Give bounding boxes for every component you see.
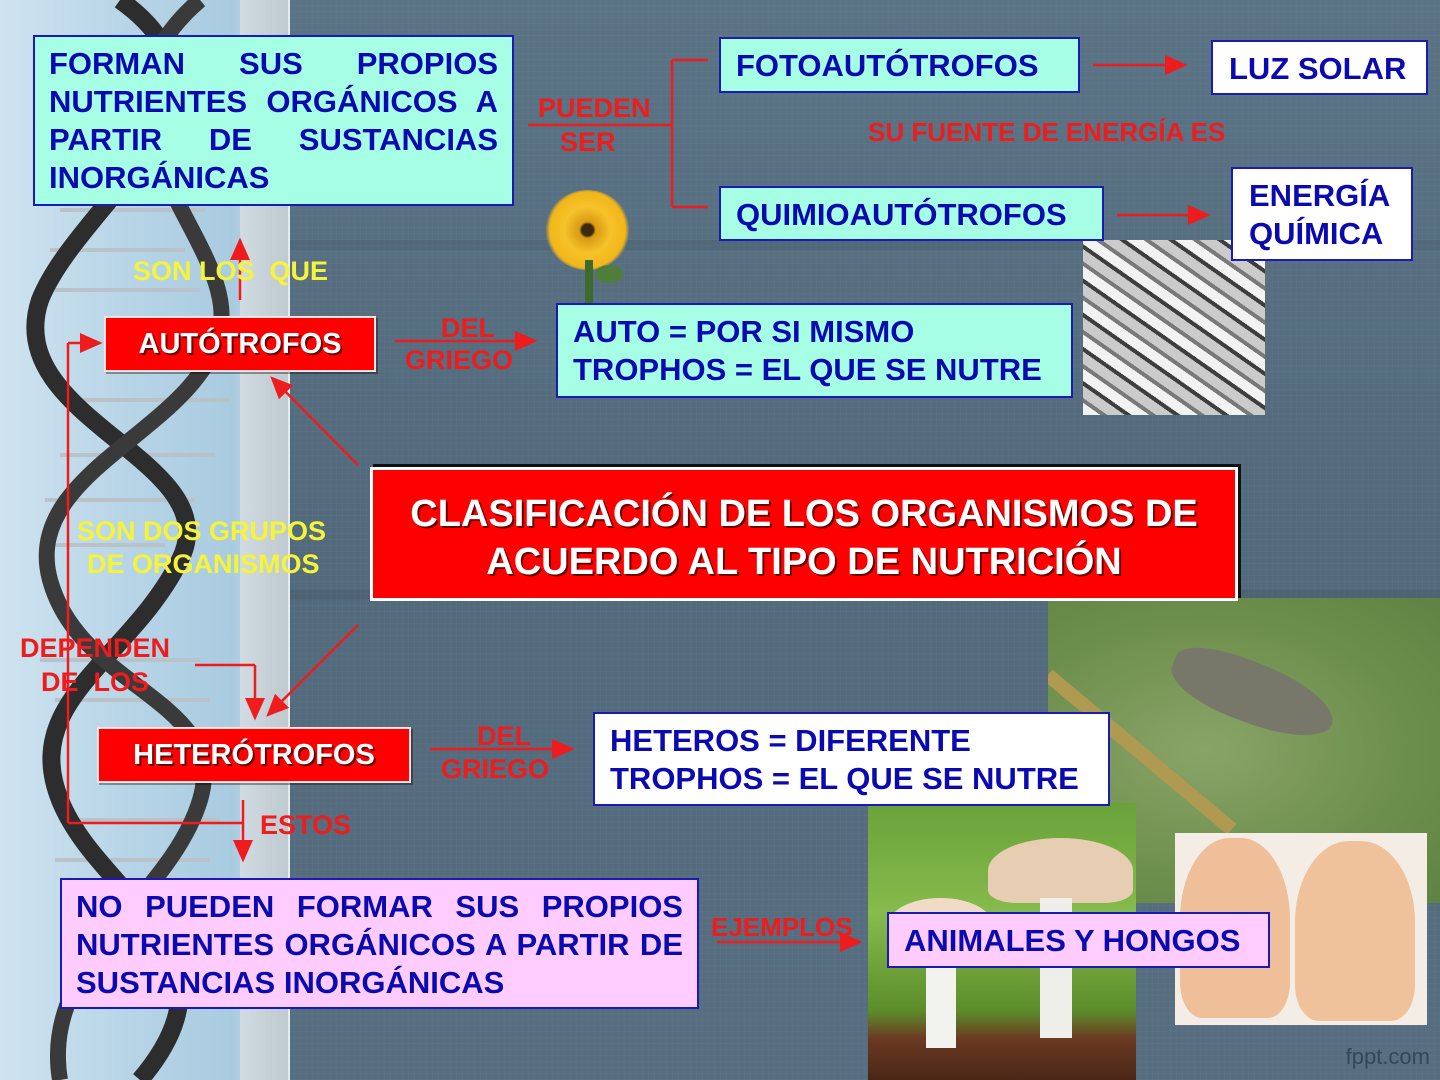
son-dos-grupos-line1: SON DOS GRUPOS [77, 516, 327, 546]
energy-source-label: SU FUENTE DE ENERGÍA ES [868, 117, 1226, 147]
energia-quimica-box: ENERGÍA QUÍMICA [1231, 167, 1413, 261]
trophos-etymology-line: TROPHOS = EL QUE SE NUTRE [573, 352, 1042, 387]
background-band [290, 240, 1440, 250]
autotrofos-griego-label: GRIEGO [405, 345, 514, 375]
heterotrofos-box: HETERÓTROFOS [97, 727, 411, 783]
luz-solar-label: LUZ SOLAR [1229, 51, 1407, 86]
autotrofos-label: AUTÓTROFOS [138, 328, 342, 360]
fotoautotrofos-label: FOTOAUTÓTROFOS [736, 48, 1039, 83]
title-line1: CLASIFICACIÓN DE LOS ORGANISMOS DE [410, 493, 1198, 535]
autotrofos-del-label: DEL [441, 313, 495, 343]
autotrofos-box: AUTÓTROFOS [104, 316, 376, 372]
heterotrofos-label: HETERÓTROFOS [133, 739, 375, 771]
heterotrofos-definition-box: NO PUEDEN FORMAR SUS PROPIOS NUTRIENTES … [60, 878, 699, 1009]
ser-label: SER [560, 127, 616, 157]
heterotrofos-definition-text: NO PUEDEN FORMAR SUS PROPIOS NUTRIENTES … [76, 889, 683, 1000]
examples-label: ANIMALES Y HONGOS [904, 923, 1241, 958]
autotrofos-etymology-box: AUTO = POR SI MISMO TROPHOS = EL QUE SE … [556, 303, 1073, 398]
fotoautotrofos-box: FOTOAUTÓTROFOS [719, 37, 1080, 93]
watermark: fppt.com [1345, 1044, 1430, 1069]
heteros-etymology-line: HETEROS = DIFERENTE [610, 723, 971, 758]
trophos-etymology-line: TROPHOS = EL QUE SE NUTRE [610, 761, 1079, 796]
heterotrofos-griego-label: GRIEGO [441, 754, 550, 784]
title-line2: ACUERDO AL TIPO DE NUTRICIÓN [486, 541, 1122, 583]
auto-etymology-line: AUTO = POR SI MISMO [573, 314, 915, 349]
pueden-label: PUEDEN [538, 93, 651, 123]
quimioautotrofos-label: QUIMIOAUTÓTROFOS [736, 197, 1067, 232]
heterotrofos-etymology-box: HETEROS = DIFERENTE TROPHOS = EL QUE SE … [593, 712, 1110, 806]
dependen-line2: DE LOS [41, 667, 150, 697]
sunflower-image [540, 190, 640, 305]
quimioautotrofos-box: QUIMIOAUTÓTROFOS [719, 186, 1104, 241]
ejemplos-label: EJEMPLOS [711, 912, 853, 942]
estos-label: ESTOS [260, 810, 352, 840]
heterotrofos-del-label: DEL [477, 721, 531, 751]
examples-box: ANIMALES Y HONGOS [887, 912, 1270, 968]
energia-quimica-line2: QUÍMICA [1249, 216, 1384, 251]
autotrofos-definition-box: FORMAN SUS PROPIOS NUTRIENTES ORGÁNICOS … [33, 35, 514, 206]
bacteria-micrograph-image [1083, 240, 1265, 415]
dependen-line1: DEPENDEN [20, 633, 171, 663]
luz-solar-box: LUZ SOLAR [1211, 40, 1428, 95]
son-los-que-label: SON LOS QUE [133, 256, 329, 286]
son-dos-grupos-line2: DE ORGANISMOS [87, 549, 320, 579]
autotrofos-definition-text: FORMAN SUS PROPIOS NUTRIENTES ORGÁNICOS … [49, 46, 498, 195]
energia-quimica-line1: ENERGÍA [1249, 178, 1391, 213]
page-title: CLASIFICACIÓN DE LOS ORGANISMOS DE ACUER… [370, 467, 1238, 601]
